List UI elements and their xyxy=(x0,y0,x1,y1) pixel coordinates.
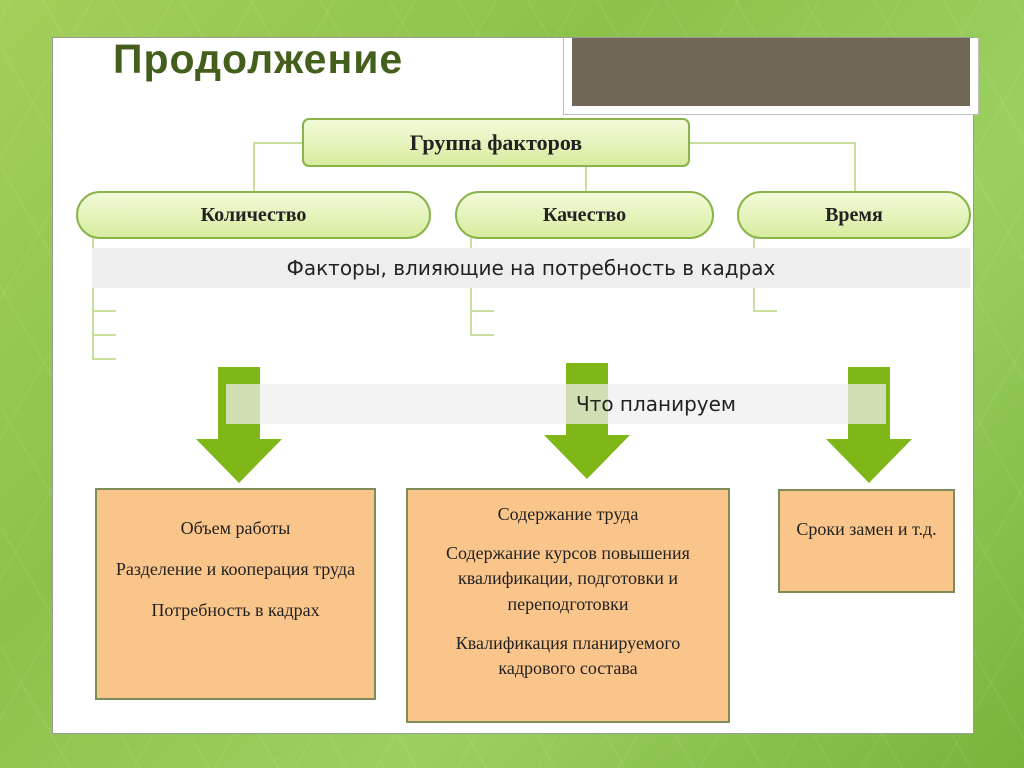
plan-box-quantity: Объем работы Разделение и кооперация тру… xyxy=(95,488,376,700)
connector xyxy=(253,142,255,192)
plan-item: Содержание курсов повышения квалификации… xyxy=(446,543,690,614)
plan-box-quality: Содержание труда Содержание курсов повыш… xyxy=(406,488,730,723)
down-arrow-icon xyxy=(826,367,912,483)
connector xyxy=(470,310,494,312)
plan-item: Сроки замен и т.д. xyxy=(796,519,937,539)
slide-title: Продолжение xyxy=(113,36,404,82)
plan-item: Разделение и кооперация труда xyxy=(115,559,356,580)
plan-box-time: Сроки замен и т.д. xyxy=(778,489,955,593)
connector xyxy=(92,238,94,360)
connector xyxy=(470,334,494,336)
photo-frame xyxy=(563,38,979,115)
connector xyxy=(854,142,856,192)
plan-item: Потребность в кадрах xyxy=(151,600,320,621)
connector xyxy=(689,142,856,144)
connector xyxy=(585,166,587,192)
category-quality: Качество xyxy=(455,191,714,239)
plan-band-label: Что планируем xyxy=(575,392,737,416)
photo-placeholder xyxy=(572,38,970,106)
plan-item: Содержание труда xyxy=(497,504,639,524)
plan-band: Что планируем xyxy=(226,384,886,424)
factors-band: Факторы, влияющие на потребность в кадра… xyxy=(92,248,970,288)
category-time: Время xyxy=(737,191,971,239)
category-quantity: Количество xyxy=(76,191,431,239)
down-arrow-icon xyxy=(196,367,282,483)
root-node: Группа факторов xyxy=(302,118,690,167)
connector xyxy=(92,358,116,360)
connector xyxy=(753,310,777,312)
connector xyxy=(92,310,116,312)
plan-item: Квалификация планируемого кадрового сост… xyxy=(455,632,681,678)
connector xyxy=(92,334,116,336)
plan-item: Объем работы xyxy=(180,518,291,538)
connector xyxy=(253,142,303,144)
